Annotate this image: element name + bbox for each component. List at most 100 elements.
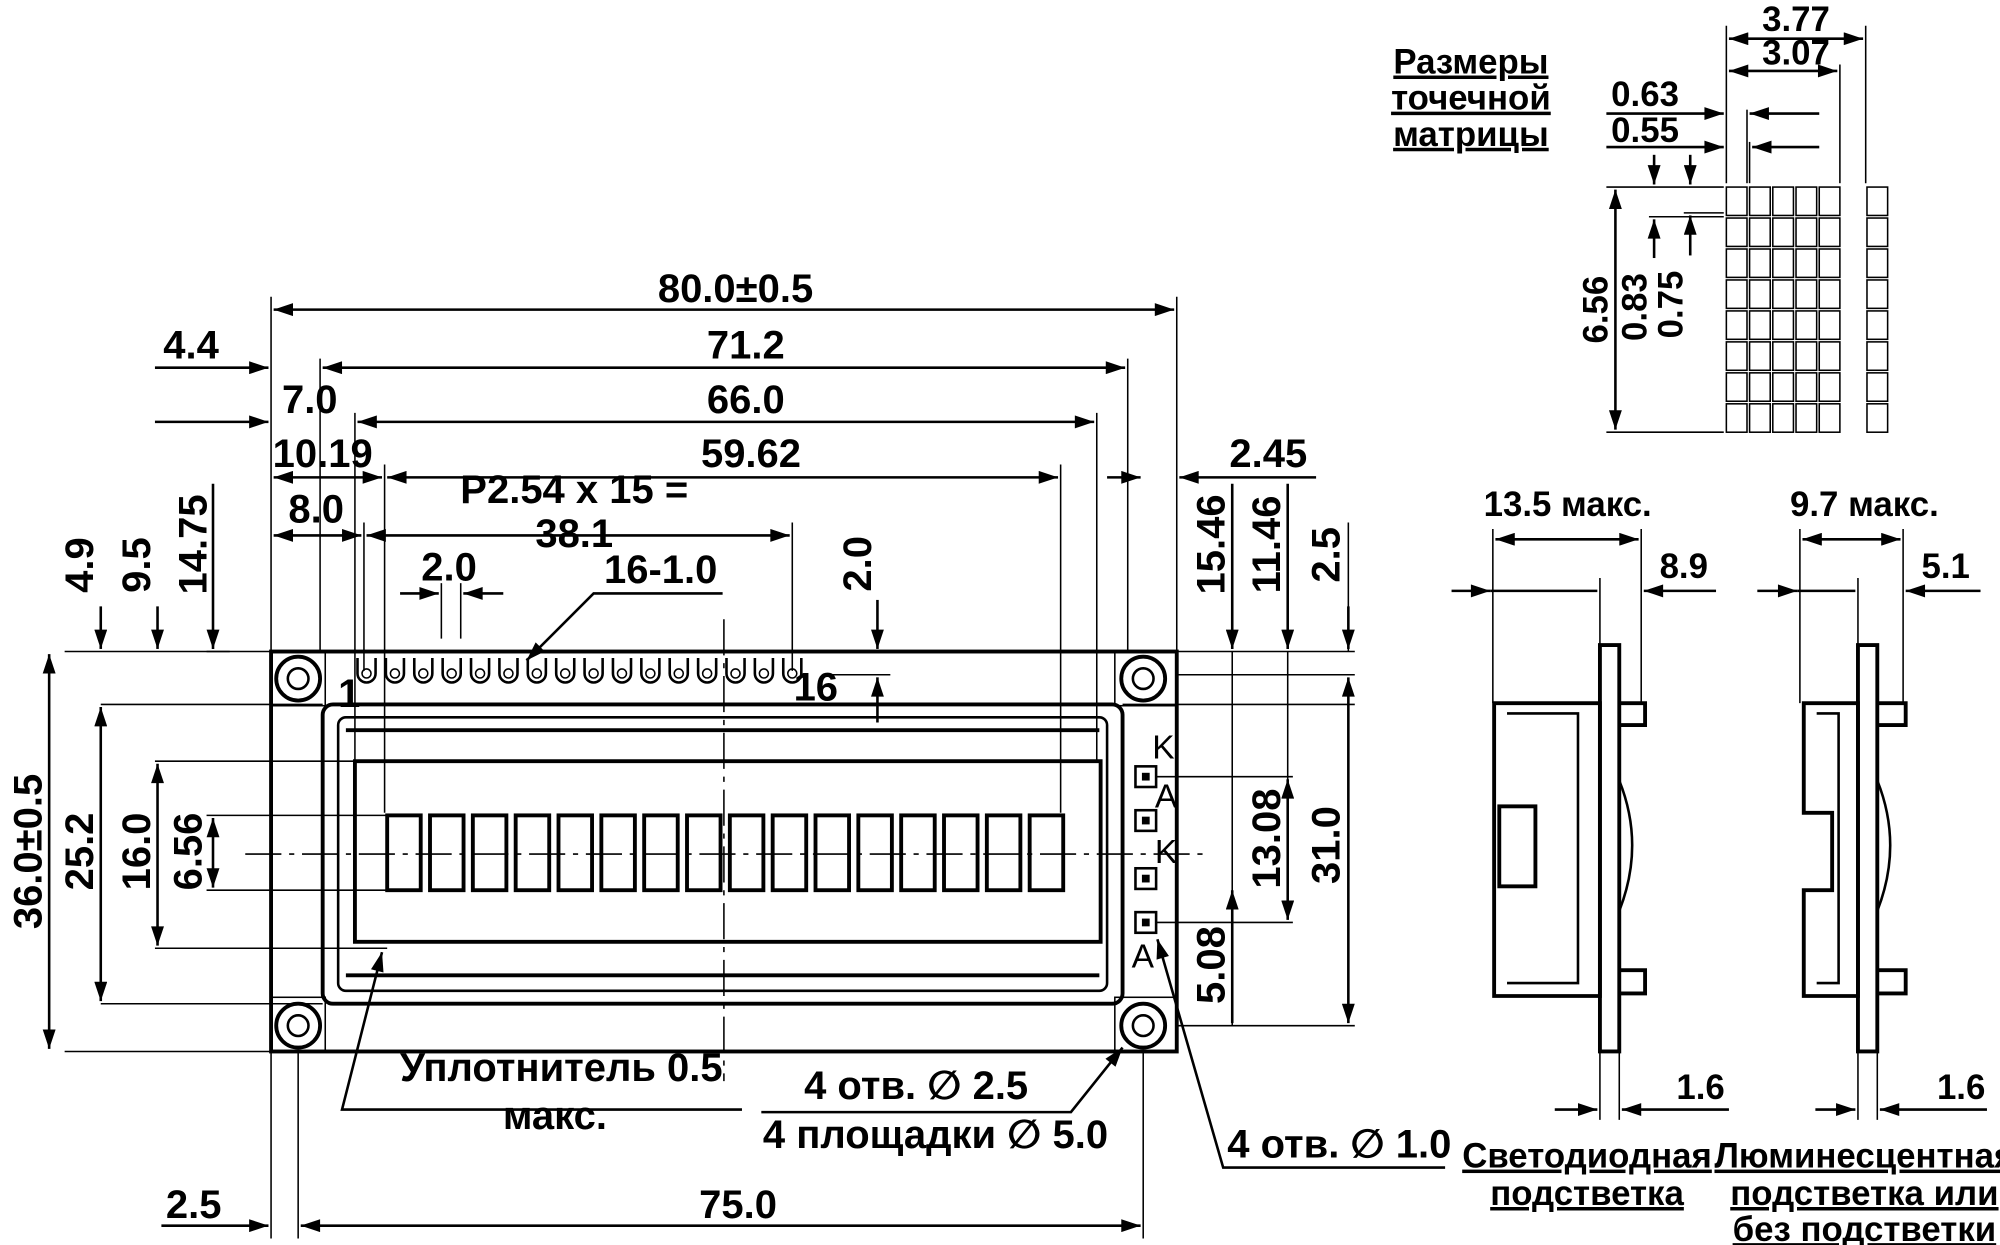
dim-8-0: 8.0 [288,488,344,532]
matrix-dot [1818,403,1841,433]
pitch-note-line1: P2.54 x 15 = [460,468,688,512]
matrix-dot [1818,248,1841,279]
matrix-dot [1795,310,1818,341]
dim-2-45: 2.45 [1229,432,1307,476]
dm-dim-6-56: 6.56 [1577,276,1616,344]
character-cell [513,813,552,893]
backlight-k1-label: K [1152,730,1174,767]
dim-4-4: 4.4 [163,324,219,368]
backlight-k2-label: K [1155,834,1177,871]
dot-matrix-title-3: матрицы [1393,115,1549,154]
matrix-dot [1866,372,1889,403]
matrix-dot [1795,341,1818,372]
dm-dim-3-07: 3.07 [1762,34,1830,73]
dim-14-75: 14.75 [172,494,216,594]
el-dim-1-6: 1.6 [1937,1068,1985,1107]
dim-5-08: 5.08 [1189,926,1233,1004]
pins-note: 16-1.0 [604,548,717,592]
dim-59-62: 59.62 [701,432,801,476]
dim-75-0: 75.0 [699,1183,777,1227]
connector-pin [526,657,548,684]
character-cell [770,813,809,893]
connector-pin [668,657,690,684]
pin-16-label: 16 [794,666,838,710]
dim-overall-height: 36.0±0.5 [6,774,50,929]
character-cell [856,813,894,893]
connector-pin [412,657,434,684]
matrix-dot [1725,372,1748,403]
matrix-dot [1748,403,1771,433]
dim-overall-width: 80.0±0.5 [658,267,813,311]
character-cell [556,813,594,893]
matrix-dot [1795,279,1818,310]
dim-16-0: 16.0 [115,813,159,891]
seal-note-line1: Уплотнитель 0.5 [400,1046,723,1090]
character-cells [385,813,1066,893]
dm-dim-0-63: 0.63 [1611,75,1679,114]
character-cell [899,813,937,893]
side-view-led: 13.5 макс. 8.9 1.6 Светодиодная подствет… [1451,485,1729,1213]
matrix-dot [1725,341,1748,372]
dim-7-0: 7.0 [282,378,338,422]
pitch-note-line2: 38.1 [535,512,613,556]
small-holes-note: 4 отв. ∅ 1.0 [1227,1122,1451,1166]
matrix-dot [1818,186,1841,217]
matrix-dot [1725,403,1748,433]
viewing-area [352,759,1103,944]
bottom-dimensions: 2.5 75.0 Уплотнитель 0.5 макс. 4 отв. ∅ … [161,666,1451,1233]
el-dim-5-1: 5.1 [1921,547,1969,586]
matrix-dot [1795,217,1818,248]
matrix-dot [1818,341,1841,372]
connector-pins [356,657,803,684]
side-view-el: 9.7 макс. 5.1 1.6 Люминесцентная подстве… [1714,485,2000,1245]
connector-pin [554,657,576,684]
mounting-hole-tr [1114,650,1178,707]
matrix-dot [1818,217,1841,248]
matrix-dot [1748,279,1771,310]
matrix-dot [1795,372,1818,403]
dm-dim-0-75: 0.75 [1651,271,1690,339]
matrix-dot [1772,248,1795,279]
matrix-dot [1866,279,1889,310]
dim-2-0-pad-pitch: 2.0 [421,546,477,590]
character-cell [599,813,637,893]
matrix-dot [1866,310,1889,341]
el-caption-3: без подстветки [1733,1210,1997,1245]
dot-matrix-title-1: Размеры [1393,43,1548,82]
connector-pin [583,657,604,684]
matrix-dot [1772,341,1795,372]
mounting-hole-bl [270,996,327,1053]
character-cell [428,813,466,893]
connector-pin [498,657,519,684]
matrix-dot [1772,279,1795,310]
matrix-dot [1866,341,1889,372]
matrix-dot [1818,372,1841,403]
dim-10-19: 10.19 [273,432,373,476]
dm-dim-0-83: 0.83 [1615,273,1654,341]
matrix-dot [1772,186,1795,217]
holes-note-line2: 4 площадки ∅ 5.0 [763,1113,1108,1157]
connector-pin [753,657,775,684]
dim-9-5: 9.5 [115,537,159,593]
backlight-a2-label: A [1132,939,1155,976]
dm-dim-0-55: 0.55 [1611,111,1679,150]
matrix-dot [1748,372,1771,403]
mounting-hole-br [1114,996,1178,1053]
el-caption-2: подстветка или [1730,1174,1998,1213]
matrix-dot [1795,403,1818,433]
matrix-dot [1748,248,1771,279]
character-cell [942,813,980,893]
dim-2-5-right: 2.5 [1304,527,1348,583]
matrix-dot [1748,310,1771,341]
matrix-dot [1725,279,1748,310]
matrix-dot [1772,372,1795,403]
matrix-dot [1866,217,1889,248]
character-cell [984,813,1023,893]
dim-71-2: 71.2 [707,324,785,368]
right-dimensions: 15.46 11.46 2.5 13.08 31.0 5.08 [1189,483,1355,1024]
character-cell [813,813,851,893]
matrix-dot [1748,217,1771,248]
dim-4-9: 4.9 [58,537,102,593]
character-cell [385,813,423,893]
